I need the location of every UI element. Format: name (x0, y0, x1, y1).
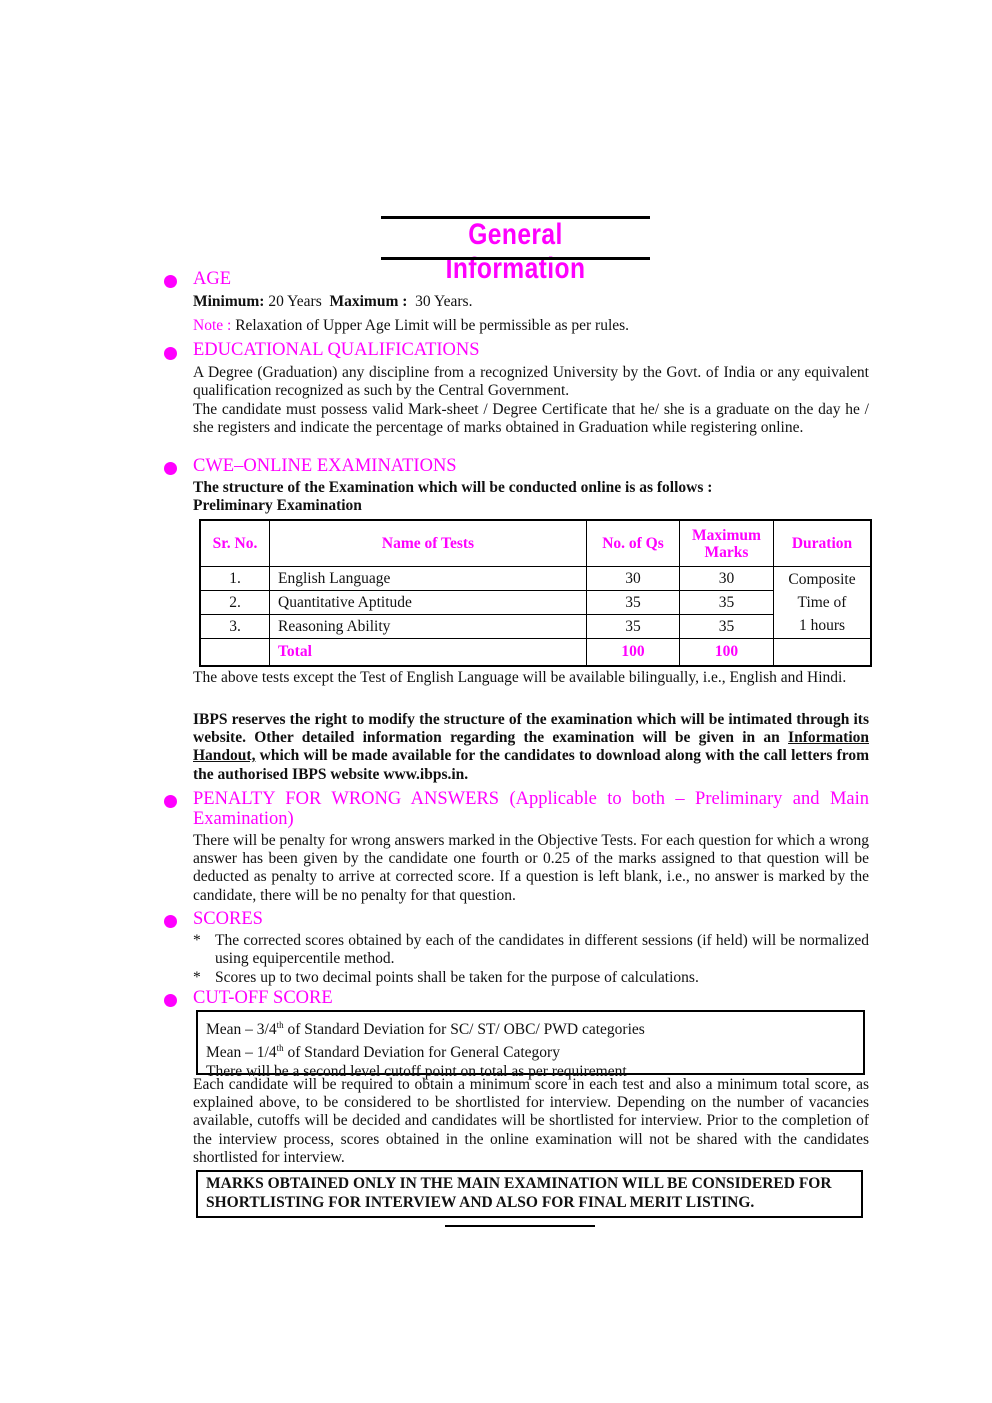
note-text: Relaxation of Upper Age Limit will be pe… (235, 317, 630, 334)
cwe-heading: CWE–ONLINE EXAMINATIONS (193, 456, 457, 476)
edu-p2: The candidate must possess valid Mark-sh… (193, 401, 869, 437)
text: Mean – 1/4 (206, 1044, 277, 1062)
cell: 35 (586, 590, 680, 615)
col-header: No. of Qs (586, 519, 680, 567)
cwe-intro: The structure of the Examination which w… (193, 479, 713, 496)
bullet-icon (164, 275, 177, 288)
max-value: 30 Years. (415, 293, 473, 310)
cell: 35 (679, 614, 774, 639)
bullet-icon (164, 347, 177, 360)
bullet-icon (164, 994, 177, 1007)
cutoff-line: There will be a second level cutoff poin… (206, 1062, 627, 1080)
cell (199, 638, 270, 667)
cell: 100 (586, 638, 680, 667)
cutoff-line: Mean – 1/4th of Standard Deviation for G… (206, 1039, 645, 1062)
penalty-text: There will be penalty for wrong answers … (193, 832, 869, 904)
bullet-icon (164, 915, 177, 928)
notice-text: which will be made available for the can… (193, 747, 869, 783)
text: Mean – 3/4 (206, 1021, 277, 1039)
cell: 35 (679, 590, 774, 615)
duration-line: Composite (788, 571, 856, 588)
cell: Reasoning Ability (269, 614, 587, 639)
sup: th (276, 1020, 284, 1030)
sup: th (276, 1043, 284, 1054)
cell: English Language (269, 566, 587, 591)
cell: 35 (586, 614, 680, 639)
text: of Standard Deviation for General Catego… (283, 1044, 560, 1062)
cutoff-box-text: Mean – 3/4th of Standard Deviation for S… (206, 1016, 645, 1081)
cell: 100 (679, 638, 774, 667)
title-rule-top (381, 216, 650, 219)
final-notice-box: MARKS OBTAINED ONLY IN THE MAIN EXAMINAT… (196, 1170, 863, 1218)
penalty-heading: PENALTY FOR WRONG ANSWERS (Applicable to… (193, 789, 869, 829)
cell: 30 (586, 566, 680, 591)
min-value: 20 Years (268, 293, 322, 310)
cutoff-box: Mean – 3/4th of Standard Deviation for S… (196, 1010, 865, 1080)
note-label: Note : (193, 317, 232, 334)
col-header: Maximum Marks (679, 519, 774, 567)
age-limits: Minimum: 20 Years Maximum : 30 Years. (193, 293, 869, 311)
edu-heading: EDUCATIONAL QUALIFICATIONS (193, 340, 480, 360)
page-title: General Information (445, 218, 586, 285)
cell: 3. (199, 614, 270, 639)
cwe-subhead: Preliminary Examination (193, 497, 362, 514)
text: of Standard Deviation for SC/ ST/ OBC/ P… (283, 1021, 645, 1039)
age-note: Note : Relaxation of Upper Age Limit wil… (193, 317, 869, 335)
cutoff-text: Each candidate will be required to obtai… (193, 1076, 869, 1166)
cell (773, 638, 872, 667)
scores-heading: SCORES (193, 909, 263, 929)
col-header: Sr. No. (199, 519, 270, 567)
bullet-icon (164, 795, 177, 808)
min-label: Minimum: (193, 293, 265, 310)
cutoff-line: Mean – 3/4th of Standard Deviation for S… (206, 1016, 645, 1039)
information-handout-link[interactable]: Information Handout, (193, 729, 869, 765)
edu-p1: A Degree (Graduation) any discipline fro… (193, 364, 869, 400)
cutoff-heading: CUT-OFF SCORE (193, 988, 333, 1008)
scores-item: Scores up to two decimal points shall be… (215, 969, 699, 986)
cell: Quantitative Aptitude (269, 590, 587, 615)
cell: 30 (679, 566, 774, 591)
asterisk: * (193, 932, 201, 949)
asterisk: * (193, 969, 201, 986)
ibps-notice: IBPS reserves the right to modify the st… (193, 711, 869, 784)
col-header: Duration (773, 519, 872, 567)
title-rule-bottom (381, 257, 650, 260)
duration-line: 1 hours (798, 617, 846, 634)
cell: 2. (199, 590, 270, 615)
end-rule (445, 1225, 595, 1227)
exam-table: Sr. No. Name of Tests No. of Qs Maximum … (199, 519, 872, 667)
bilingual-note: The above tests except the Test of Engli… (193, 669, 847, 686)
bullet-icon (164, 462, 177, 475)
age-heading: AGE (193, 269, 232, 289)
cell: 1. (199, 566, 270, 591)
scores-item: The corrected scores obtained by each of… (215, 932, 869, 968)
col-header: Name of Tests (269, 519, 587, 567)
max-label: Maximum : (329, 293, 408, 310)
duration-line: Time of (797, 594, 847, 611)
cell: Total (269, 638, 587, 667)
notice-text: IBPS reserves the right to modify the st… (193, 711, 869, 747)
